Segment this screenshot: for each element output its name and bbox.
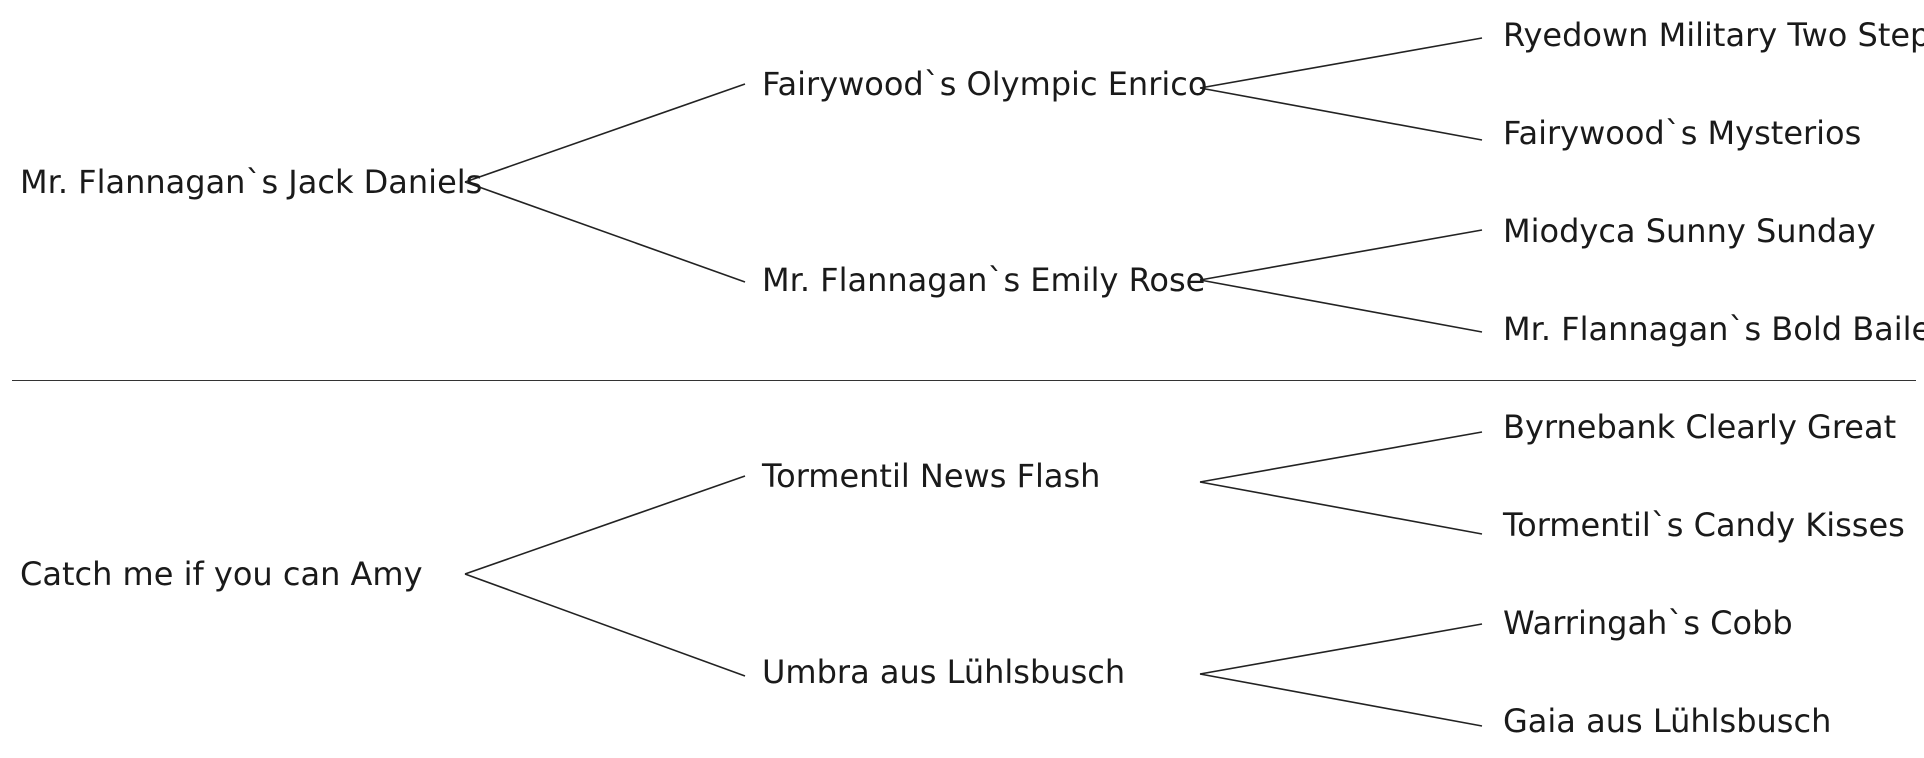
dam-name: Umbra aus Lühlsbusch	[762, 653, 1126, 691]
connector-line	[1199, 673, 1483, 727]
dog-name: Mr. Flannagan`s Jack Daniels	[20, 163, 483, 201]
connector-line	[1199, 229, 1483, 281]
connector-line	[1199, 87, 1483, 141]
connector-line	[464, 475, 746, 575]
connector-line	[1199, 481, 1483, 535]
granddam-name: Fairywood`s Mysterios	[1503, 114, 1862, 152]
connector-line	[1199, 431, 1483, 483]
grandsire-name: Ryedown Military Two Step	[1503, 16, 1924, 54]
connector-line	[1199, 37, 1483, 89]
connector-line	[1199, 623, 1483, 675]
sire-name: Tormentil News Flash	[762, 457, 1101, 495]
connector-line	[464, 83, 746, 183]
pedigree-divider	[12, 380, 1916, 381]
dog-name: Catch me if you can Amy	[20, 555, 423, 593]
grandsire-name: Byrnebank Clearly Great	[1503, 408, 1897, 446]
connector-line	[464, 573, 746, 677]
grandsire-name: Miodyca Sunny Sunday	[1503, 212, 1876, 250]
connector-line	[1199, 279, 1483, 333]
dam-name: Mr. Flannagan`s Emily Rose	[762, 261, 1206, 299]
connector-line	[464, 181, 746, 283]
sire-name: Fairywood`s Olympic Enrico	[762, 65, 1208, 103]
grandsire-name: Warringah`s Cobb	[1503, 604, 1793, 642]
granddam-name: Gaia aus Lühlsbusch	[1503, 702, 1832, 740]
granddam-name: Mr. Flannagan`s Bold Bailey	[1503, 310, 1924, 348]
granddam-name: Tormentil`s Candy Kisses	[1503, 506, 1905, 544]
